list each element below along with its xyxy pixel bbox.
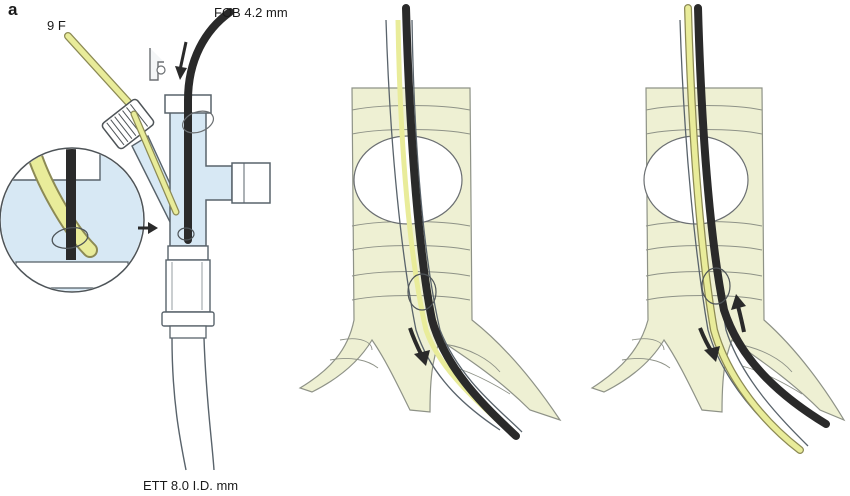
catheter-label: 9 F xyxy=(47,18,66,33)
adapter-assembly xyxy=(64,8,271,471)
arrow-down-icon xyxy=(178,41,188,71)
tube-label: ETT 8.0 I.D. mm xyxy=(143,478,239,493)
side-port-cap xyxy=(101,98,155,150)
panel-letter: a xyxy=(8,0,18,19)
bronchoscope-fob xyxy=(184,8,234,244)
magnified-inset xyxy=(0,147,158,293)
port-tab xyxy=(149,48,164,81)
adapter-side-connector xyxy=(231,162,271,204)
trachea-panel-middle xyxy=(298,4,562,440)
adapter-lower-connector xyxy=(167,245,209,261)
bronchoscope-label: FOB 4.2 mm xyxy=(214,5,288,20)
bronchoscope-middle xyxy=(402,4,520,440)
trachea-panel-right xyxy=(590,4,846,454)
arrow-up-icon xyxy=(736,305,746,333)
trachea-outline xyxy=(298,87,562,422)
endotracheal-tube xyxy=(171,337,187,471)
bronchoscope-right xyxy=(694,4,830,428)
